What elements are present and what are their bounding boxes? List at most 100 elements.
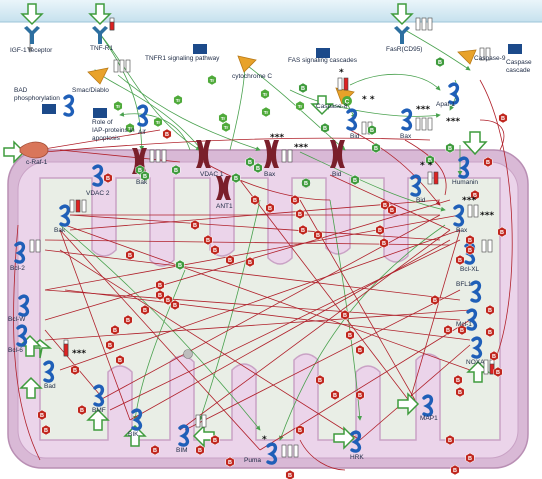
stars-bax-inner-2: *** <box>480 211 494 221</box>
stars-apaf: *** <box>446 117 460 127</box>
b-marker-green-text-6: B <box>448 146 452 152</box>
b-marker-green-11 <box>245 156 255 168</box>
b-marker-red-text-1: B <box>106 176 110 182</box>
b-marker-green-4 <box>350 174 360 186</box>
label-mcl1: Mcl-1 <box>456 321 472 328</box>
b-marker-red-36 <box>355 389 365 401</box>
stars-bax-cyto: *** <box>416 105 430 115</box>
b-marker-red-43 <box>457 324 467 336</box>
b-marker-red-text-24: B <box>113 328 117 334</box>
b-marker-green-5 <box>371 142 381 154</box>
b-marker-green-14 <box>175 259 185 271</box>
b-marker-green-9 <box>171 164 181 176</box>
b-marker-red-37 <box>295 424 305 436</box>
b-marker-red-text-40: B <box>468 456 472 462</box>
label-puma: Puma <box>244 457 261 464</box>
b-marker-red-33 <box>355 344 365 356</box>
b-marker-green-15 <box>140 170 150 182</box>
b-marker-red-0 <box>162 128 172 140</box>
b-marker-red-text-52: B <box>500 230 504 236</box>
star-caspase8: * <box>339 68 344 78</box>
b-marker-red-text-54: B <box>488 330 492 336</box>
b-marker-red-61 <box>225 456 235 468</box>
b-marker-red-text-30: B <box>118 358 122 364</box>
b-marker-green-text-13: B <box>304 181 308 187</box>
tr-marker-text-3: Tr <box>176 98 181 104</box>
mitochondrion-matrix-cristae <box>39 177 501 441</box>
b-marker-green-12 <box>253 162 263 174</box>
stars-bid-outer: *** <box>294 143 308 153</box>
tr-marker-0 <box>113 100 123 112</box>
label-caspase-cascade-1: Caspase <box>506 59 532 66</box>
b-marker-red-3 <box>265 202 275 214</box>
b-marker-red-text-39: B <box>453 468 457 474</box>
label-bid-cyto: Bid <box>350 133 360 140</box>
label-bim: BIM <box>176 447 188 454</box>
b-marker-red-text-18: B <box>158 283 162 289</box>
b-marker-red-53 <box>485 304 495 316</box>
b-marker-red-28 <box>70 364 80 376</box>
b-marker-red-10 <box>380 199 390 211</box>
label-humanin: Humanin <box>452 179 478 186</box>
label-tnfr1-signaling: TNFR1 signaling pathway <box>145 55 220 62</box>
b-marker-red-text-27: B <box>44 428 48 434</box>
b-marker-red-text-35: B <box>318 378 322 384</box>
b-marker-red-text-2: B <box>253 198 257 204</box>
b-marker-red-42 <box>455 386 465 398</box>
stars-bcl6: *** <box>72 349 86 359</box>
b-marker-red-text-25: B <box>108 343 112 349</box>
expression-bars <box>29 17 495 458</box>
b-marker-red-44 <box>445 434 455 446</box>
b-marker-red-51 <box>483 156 493 168</box>
b-marker-red-15 <box>225 254 235 266</box>
label-bcl2: Bcl-2 <box>10 265 25 272</box>
b-marker-red-text-56: B <box>496 370 500 376</box>
craf1-icon <box>19 141 49 159</box>
b-marker-red-text-26: B <box>40 413 44 419</box>
label-bax-inner: Bax <box>456 227 468 234</box>
b-marker-green-text-11: B <box>248 160 252 166</box>
caspase-icons <box>87 49 477 105</box>
receptor-icons <box>24 26 410 44</box>
b-marker-red-4 <box>290 194 300 206</box>
label-bik: BIK <box>128 431 139 438</box>
b-marker-red-text-58: B <box>198 448 202 454</box>
label-bad-phos-1: BAD <box>14 87 28 94</box>
b-marker-red-text-17: B <box>128 253 132 259</box>
label-bak-outer: Bak <box>136 179 148 186</box>
b-marker-red-27 <box>41 424 51 436</box>
label-igf1-receptor: IGF-1 receptor <box>10 47 53 54</box>
label-bad: Bad <box>44 383 56 390</box>
b-marker-red-17 <box>125 249 135 261</box>
b-marker-red-text-31: B <box>343 313 347 319</box>
b-marker-green-6 <box>445 142 455 154</box>
b-marker-red-19 <box>155 289 165 301</box>
b-marker-red-text-9: B <box>382 241 386 247</box>
tr-marker-text-6: Tr <box>224 125 229 131</box>
b-marker-red-57 <box>498 112 508 124</box>
plasma-membrane-band <box>0 0 542 22</box>
b-marker-red-8 <box>375 224 385 236</box>
b-marker-red-text-12: B <box>193 223 197 229</box>
b-marker-red-21 <box>170 299 180 311</box>
b-marker-red-text-6: B <box>301 228 305 234</box>
b-marker-green-text-12: B <box>256 166 260 172</box>
tr-marker-text-1: Tr <box>128 126 133 132</box>
b-marker-red-text-43: B <box>460 328 464 334</box>
b-marker-red-text-49: B <box>458 258 462 264</box>
b-marker-red-text-48: B <box>468 238 472 244</box>
b-marker-red-5 <box>295 208 305 220</box>
b-marker-red-text-28: B <box>73 368 77 374</box>
b-marker-red-text-19: B <box>158 293 162 299</box>
b-marker-red-text-32: B <box>348 333 352 339</box>
b-marker-red-text-51: B <box>486 160 490 166</box>
label-vdac1: VDAC 1 <box>200 171 224 178</box>
star-puma: * <box>262 435 267 445</box>
b-marker-red-52 <box>497 226 507 238</box>
b-marker-red-text-45: B <box>433 298 437 304</box>
b-marker-red-14 <box>210 244 220 256</box>
